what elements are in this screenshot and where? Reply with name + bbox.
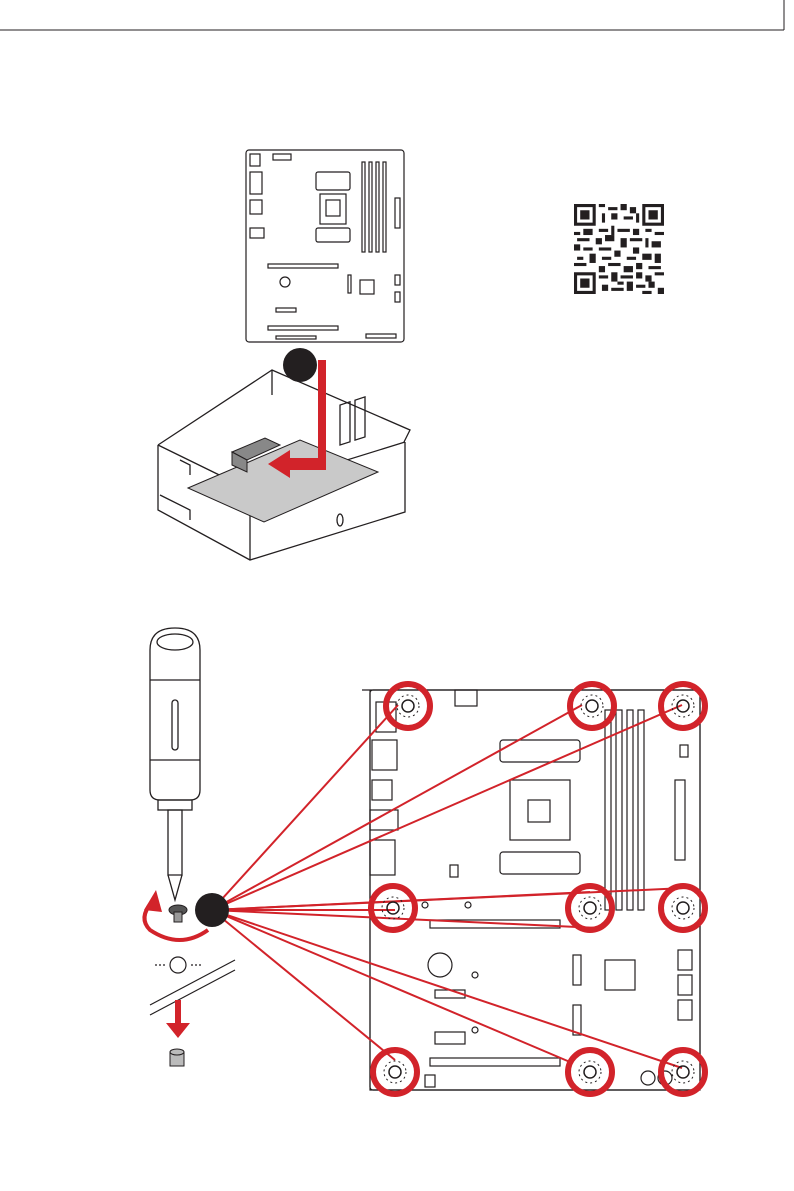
down-arrow (318, 360, 326, 470)
screw-installation-illustration (130, 620, 740, 1100)
screw-hole-icon (371, 886, 415, 930)
screwdriver-icon (150, 628, 200, 900)
step-badge-2 (195, 893, 229, 927)
screw-hole-icon (568, 1050, 612, 1094)
top-divider-line (0, 0, 794, 40)
motherboard-case-illustration (140, 140, 430, 585)
qr-code-icon (574, 204, 664, 294)
step-badge-1 (283, 348, 317, 382)
screw-hole-icon (373, 1050, 417, 1094)
screw-hole-icon (661, 886, 705, 930)
motherboard-outline (246, 150, 404, 342)
